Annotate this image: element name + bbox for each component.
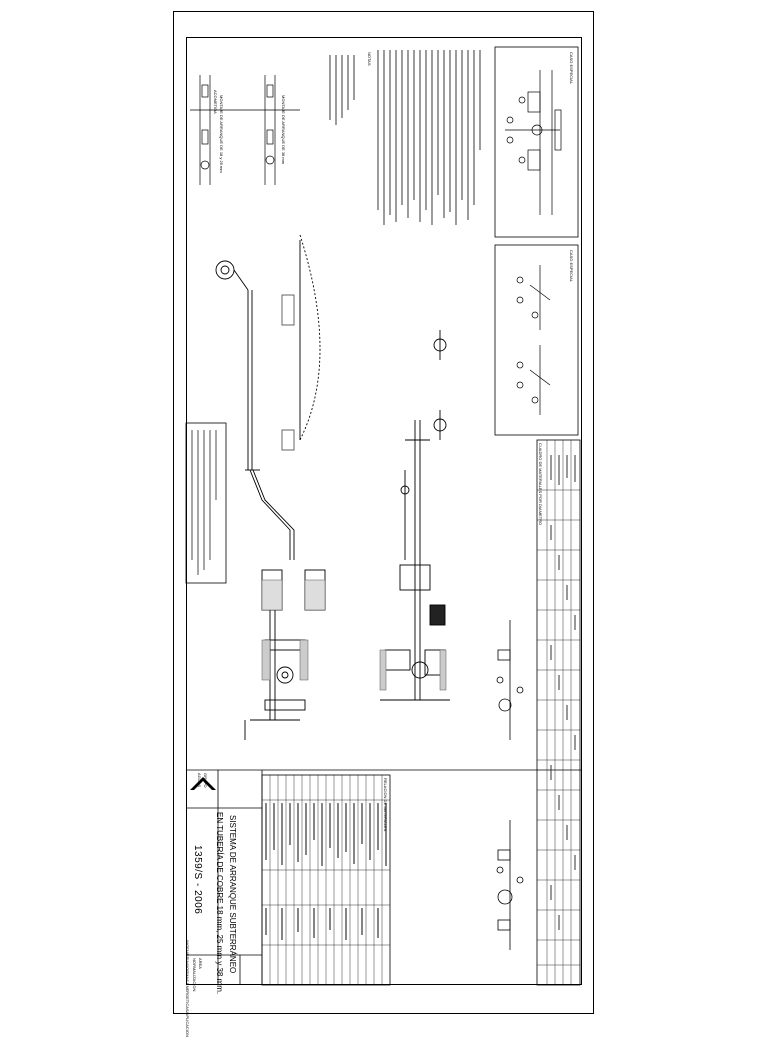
company-name-line1: GRUPO: [203, 773, 208, 788]
drawing-title-line1: SISTEMA DE ARRANQUE SUBTERRÁNEO: [228, 815, 237, 974]
drawing-frame: [186, 37, 582, 985]
bill-of-materials-title: RELACION DE MATERIALES: [383, 778, 388, 832]
materials-table-title: CUADRO DE MATERIALES POR DIAMETRO: [538, 443, 543, 526]
company-name-line2: AGUAS: [197, 773, 202, 788]
drawing-title-line2: EN TUBERÍA DE COBRE 18 mm, 25 mm y 38 mm…: [215, 812, 224, 995]
department-value: INGENIERIA/NORMAS ENERGETICAS/APLICACION: [185, 940, 190, 1037]
detail-mounting-label: ACOMETIDA: [213, 90, 218, 114]
drawing-number: 1359/S - 2006: [192, 845, 203, 915]
detail-title-b: MONTAJE DE ARRANQUE DE 38 mm: [281, 95, 286, 165]
area-value: NORMALIZACION: [192, 958, 197, 992]
caso-especial-title-2: CASO ESPECIAL: [569, 250, 574, 283]
notes-title: NOTAS: [367, 52, 372, 66]
drawing-sheet: [173, 11, 594, 1014]
detail-title-a: MONTAJE DE ARRANQUE DE 18 y 25 mm: [219, 95, 224, 173]
area-label: AREA: [198, 958, 203, 969]
company-logo-icon: [190, 777, 216, 790]
caso-especial-title-1: CASO ESPECIAL: [569, 52, 574, 85]
